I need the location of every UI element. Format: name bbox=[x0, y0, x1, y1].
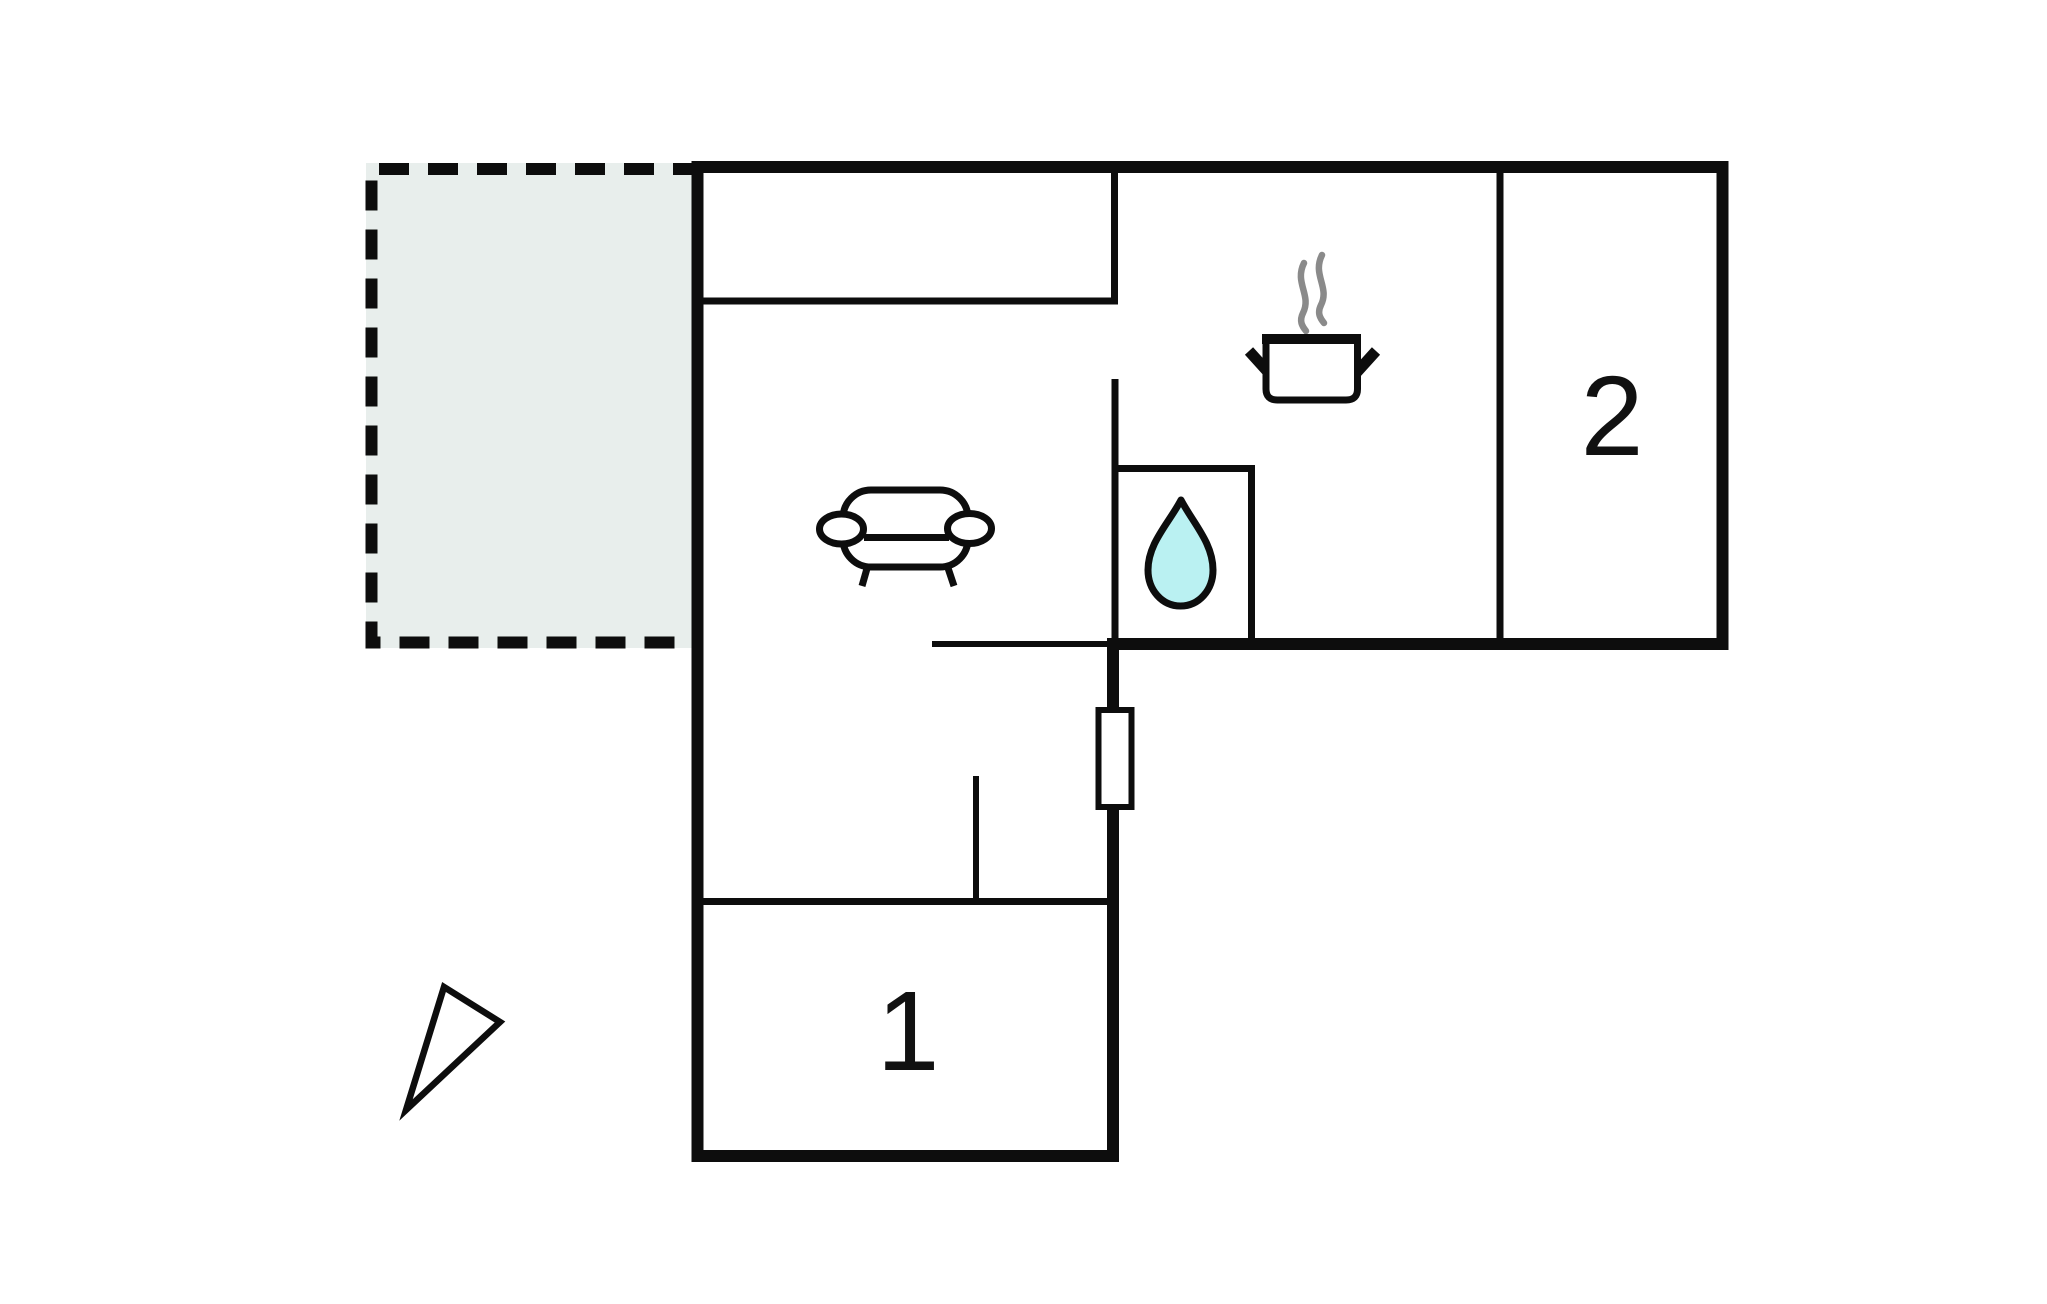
room-1-label: 1 bbox=[877, 968, 940, 1094]
pot-body bbox=[1262, 335, 1361, 404]
terrace-area bbox=[365, 163, 703, 649]
terrace-dashed-border bbox=[365, 163, 703, 649]
inner-walls bbox=[697, 173, 1504, 905]
compass-arrow-icon bbox=[399, 982, 506, 1121]
outer-walls bbox=[691, 161, 1729, 1162]
sofa-icon bbox=[816, 486, 995, 588]
water-drop-icon bbox=[1144, 496, 1217, 610]
sofa-armrest-right bbox=[944, 510, 995, 547]
cooking-pot-icon bbox=[1244, 251, 1381, 404]
sofa-leg-left bbox=[858, 564, 872, 587]
terrace-fill bbox=[366, 163, 703, 648]
door-icon bbox=[1095, 707, 1135, 810]
sofa-armrest-left bbox=[816, 510, 867, 548]
sofa-leg-right bbox=[943, 563, 958, 588]
room-2-label: 2 bbox=[1581, 353, 1644, 479]
steam-icon bbox=[1297, 251, 1328, 335]
